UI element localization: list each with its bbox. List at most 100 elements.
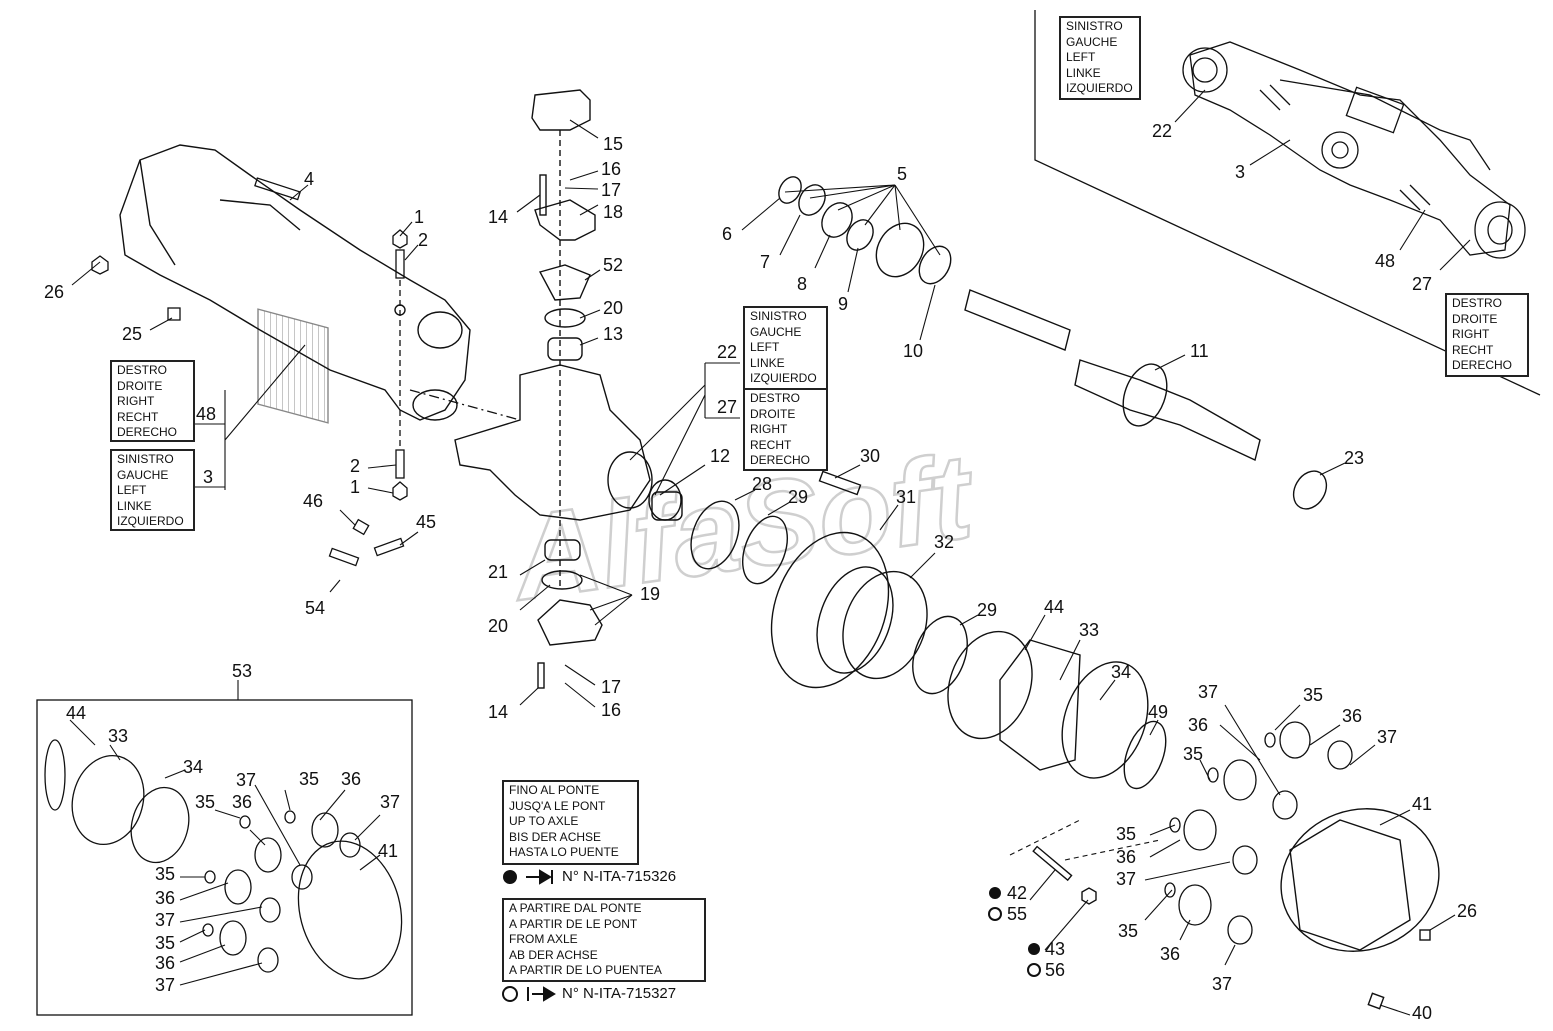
group-label-36a: 36 <box>232 792 252 812</box>
part-label-36b: 36 <box>1342 706 1362 726</box>
part-label-1b: 1 <box>350 477 360 497</box>
part-label-6: 6 <box>722 224 732 244</box>
part-number-labels: 22 3 48 27 4 1 2 26 25 2 1 46 45 54 48 3… <box>44 121 1477 1023</box>
part-label-52: 52 <box>603 255 623 275</box>
bolts-left <box>91 177 521 567</box>
part-label-21: 21 <box>488 562 508 582</box>
part-label-28: 28 <box>752 474 772 494</box>
group-label-36c: 36 <box>155 888 175 908</box>
part-label-44: 44 <box>1044 597 1064 617</box>
part-label-22-bracket: 22 <box>717 342 737 362</box>
part-label-17b: 17 <box>601 677 621 697</box>
leader-lines <box>69 89 1471 1016</box>
serial-variant-parts: 42 55 43 56 <box>988 883 1065 980</box>
part-label-33: 33 <box>1079 620 1099 640</box>
serial-note-markers <box>502 869 556 1002</box>
part-label-45: 45 <box>416 512 436 532</box>
part-label-12: 12 <box>710 446 730 466</box>
group-label-34: 34 <box>183 757 203 777</box>
part-label-53: 53 <box>232 661 252 681</box>
legend-housing-left: SINISTRO GAUCHE LEFT LINKE IZQUIERDO <box>110 449 195 531</box>
serial-note-up-to: N° N-ITA-715326 <box>562 868 677 885</box>
part-label-2b: 2 <box>350 456 360 476</box>
part-label-27-inset: 27 <box>1412 274 1432 294</box>
legend-housing-right: DESTRO DROITE RIGHT RECHT DERECHO <box>110 360 195 442</box>
part-label-29b: 29 <box>977 600 997 620</box>
serial-note-from: N° N-ITA-715327 <box>562 985 677 1002</box>
part-label-40: 40 <box>1412 1003 1432 1023</box>
part-label-30: 30 <box>860 446 880 466</box>
legend-knuckle-left: SINISTRO GAUCHE LEFT LINKE IZQUIERDO <box>743 306 828 390</box>
part-label-17: 17 <box>601 180 621 200</box>
part-label-37a: 37 <box>1198 682 1218 702</box>
part-label-20b: 20 <box>488 616 508 636</box>
group-label-37a: 37 <box>236 770 256 790</box>
group-label-36b: 36 <box>341 769 361 789</box>
legend-knuckle-right: DESTRO DROITE RIGHT RECHT DERECHO <box>743 388 828 471</box>
axle-assembly-inset <box>1034 10 1541 396</box>
part-label-46: 46 <box>303 491 323 511</box>
part-label-34: 34 <box>1111 662 1131 682</box>
part-label-54: 54 <box>305 598 325 618</box>
part-label-36c: 36 <box>1116 847 1136 867</box>
part-label-35c: 35 <box>1116 824 1136 844</box>
axle-housing <box>119 144 471 424</box>
part-label-37d: 37 <box>1212 974 1232 994</box>
part-label-55: 55 <box>1007 904 1027 924</box>
part-label-3-inset: 3 <box>1235 162 1245 182</box>
group-label-35d: 35 <box>155 933 175 953</box>
legend-inset-right: DESTRO DROITE RIGHT RECHT DERECHO <box>1445 293 1529 377</box>
part-label-43: 43 <box>1045 939 1065 959</box>
part-label-14: 14 <box>488 207 508 227</box>
part-label-13: 13 <box>603 324 623 344</box>
part-label-37c: 37 <box>1116 869 1136 889</box>
part-label-10: 10 <box>903 341 923 361</box>
part-label-29: 29 <box>788 487 808 507</box>
part-label-8: 8 <box>797 274 807 294</box>
part-label-11: 11 <box>1190 341 1209 361</box>
part-label-23: 23 <box>1344 448 1364 468</box>
part-label-56: 56 <box>1045 960 1065 980</box>
part-label-16b: 16 <box>601 700 621 720</box>
part-label-37b: 37 <box>1377 727 1397 747</box>
group-label-35c: 35 <box>155 864 175 884</box>
part-label-36a: 36 <box>1188 715 1208 735</box>
part-label-26: 26 <box>44 282 64 302</box>
part-label-48-bracket: 48 <box>196 404 216 424</box>
part-label-9: 9 <box>838 294 848 314</box>
group-label-33: 33 <box>108 726 128 746</box>
legend-from-axle: A PARTIRE DAL PONTE A PARTIR DE LE PONT … <box>502 898 706 982</box>
group-label-41: 41 <box>378 841 398 861</box>
group-label-44: 44 <box>66 703 86 723</box>
part-label-18: 18 <box>603 202 623 222</box>
part-label-20: 20 <box>603 298 623 318</box>
part-label-36d: 36 <box>1160 944 1180 964</box>
legend-up-to-axle: FINO AL PONTE JUSQ'A LE PONT UP TO AXLE … <box>502 780 639 865</box>
part-label-41: 41 <box>1412 794 1432 814</box>
part-label-27-bracket: 27 <box>717 397 737 417</box>
part-label-31: 31 <box>896 487 916 507</box>
part-label-3-bracket: 3 <box>203 467 213 487</box>
part-label-15: 15 <box>603 134 623 154</box>
part-label-25: 25 <box>122 324 142 344</box>
group-label-37c: 37 <box>155 910 175 930</box>
group-label-37b: 37 <box>380 792 400 812</box>
part-label-48-inset: 48 <box>1375 251 1395 271</box>
planetary-gears-right <box>1164 721 1353 945</box>
legend-inset-left: SINISTRO GAUCHE LEFT LINKE IZQUIERDO <box>1059 16 1141 100</box>
part-label-42: 42 <box>1007 883 1027 903</box>
part-label-16: 16 <box>601 159 621 179</box>
group-label-36d: 36 <box>155 953 175 973</box>
steering-knuckle <box>454 89 682 689</box>
part-label-14b: 14 <box>488 702 508 722</box>
part-label-22-inset: 22 <box>1152 121 1172 141</box>
part-label-5: 5 <box>897 164 907 184</box>
part-label-19: 19 <box>640 584 660 604</box>
part-label-35d: 35 <box>1118 921 1138 941</box>
part-label-32: 32 <box>934 532 954 552</box>
planetary-group-53 <box>36 699 413 1016</box>
part-label-35b: 35 <box>1303 685 1323 705</box>
group-label-35b: 35 <box>299 769 319 789</box>
part-label-1: 1 <box>414 207 424 227</box>
